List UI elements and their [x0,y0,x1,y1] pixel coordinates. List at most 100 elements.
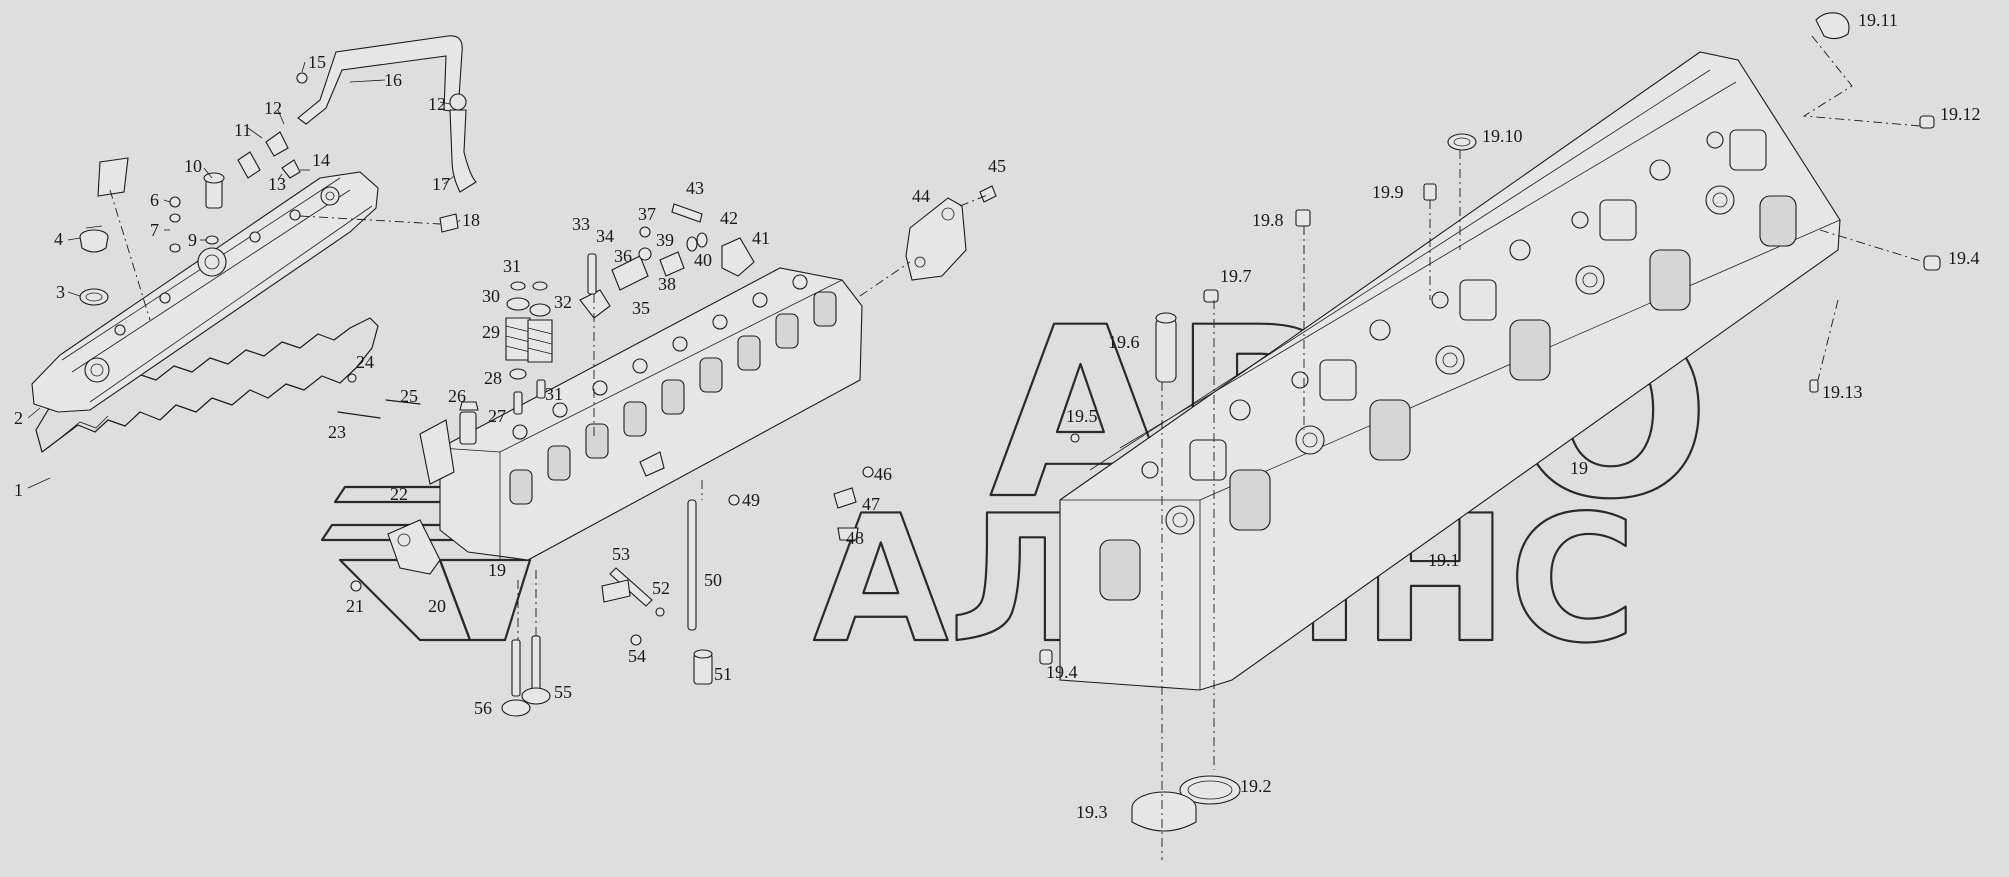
callout-19-6: 19.6 [1108,332,1140,352]
callout-54: 54 [628,646,646,666]
callout-52: 52 [652,578,670,598]
callout-7: 7 [150,220,159,240]
callout-labels: 1 2 3 4 6 7 9 10 11 12 12 13 14 15 16 17… [14,10,1981,822]
callout-29: 29 [482,322,500,342]
pin-19-7 [1203,289,1219,303]
callout-42: 42 [720,208,738,228]
callout-24: 24 [356,352,374,372]
sleeve-19-6 [1155,317,1177,383]
callout-19-12: 19.12 [1940,104,1981,124]
callout-19: 19 [1570,458,1588,478]
callout-55: 55 [554,682,572,702]
callout-9: 9 [188,230,197,250]
callout-37: 37 [638,204,656,224]
cylinder-head-small [439,267,863,561]
callout-22: 22 [390,484,408,504]
callout-46: 46 [874,464,892,484]
callout-36: 36 [614,246,632,266]
callout-19-4-bottom: 19.4 [1046,662,1078,682]
callout-6: 6 [150,190,159,210]
callout-14: 14 [312,150,330,170]
large-head-detail-parts [1039,12,1941,832]
breather-fitting [169,172,225,253]
callout-17: 17 [432,174,450,194]
callout-35: 35 [632,298,650,318]
leader-lines [27,35,1925,860]
callout-38: 38 [658,274,676,294]
callout-26: 26 [448,386,466,406]
callout-25: 25 [400,386,418,406]
callout-20: 20 [428,596,446,616]
callout-33: 33 [572,214,590,234]
callout-11: 11 [234,120,251,140]
callout-18: 18 [462,210,480,230]
callout-19-13: 19.13 [1822,382,1863,402]
callout-12a: 12 [264,98,282,118]
large-head-ports [1099,195,1797,601]
head-ports [509,291,837,505]
head-bosses [512,274,808,440]
callout-1: 1 [14,480,23,500]
large-head-valve-seats [1189,129,1767,481]
valves-pushrods [501,451,874,717]
callout-23: 23 [328,422,346,442]
plug-19-4-bottom [1039,649,1053,665]
callout-43: 43 [686,178,704,198]
callout-19-11: 19.11 [1858,10,1898,30]
callout-10: 10 [184,156,202,176]
callout-19-4-top: 19.4 [1948,248,1980,268]
callout-47: 47 [862,494,880,514]
breather-hose [237,35,477,193]
callout-48: 48 [846,528,864,548]
callout-19-10: 19.10 [1482,126,1523,146]
callout-49: 49 [742,490,760,510]
callout-28: 28 [484,368,502,388]
lifting-bracket [905,185,997,281]
callout-34: 34 [596,226,614,246]
callout-56: 56 [474,698,492,718]
valve-spring-stack [505,281,553,415]
callout-13: 13 [268,174,286,194]
large-head-bosses [1141,131,1735,535]
plug-19-11 [1815,12,1850,40]
callout-53: 53 [612,544,630,564]
callout-21: 21 [346,596,364,616]
seal-ring [79,288,109,306]
plug-19-13 [1809,379,1819,393]
callout-31b: 31 [545,384,563,404]
callout-4: 4 [54,229,63,249]
callout-45: 45 [988,156,1006,176]
left-side-parts [337,373,479,592]
callout-19-1: 19.1 [1428,550,1460,570]
callout-3: 3 [56,282,65,302]
callout-40: 40 [694,250,712,270]
callout-44: 44 [912,186,930,206]
callout-51: 51 [714,664,732,684]
callout-19-3: 19.3 [1076,802,1108,822]
plug-19-4-top [1923,255,1941,271]
oil-filler-cap [79,225,109,253]
callout-19-2: 19.2 [1240,776,1272,796]
callout-50: 50 [704,570,722,590]
callout-19-7: 19.7 [1220,266,1252,286]
callout-32: 32 [554,292,572,312]
plug-19-12 [1919,115,1935,129]
callout-19-left: 19 [488,560,506,580]
callout-2: 2 [14,408,23,428]
callout-12b: 12 [428,94,446,114]
callout-19-8: 19.8 [1252,210,1284,230]
rocker-arm [579,203,755,319]
pin-19-5 [1070,433,1080,443]
callout-31a: 31 [503,256,521,276]
sleeve-19-8 [1295,209,1311,227]
callout-39: 39 [656,230,674,250]
valve-cover [31,171,379,413]
cylinder-head-large [1059,51,1841,691]
callout-16: 16 [384,70,402,90]
callout-19-5: 19.5 [1066,406,1098,426]
clip-part [439,213,459,233]
callout-41: 41 [752,228,770,248]
callout-30: 30 [482,286,500,306]
